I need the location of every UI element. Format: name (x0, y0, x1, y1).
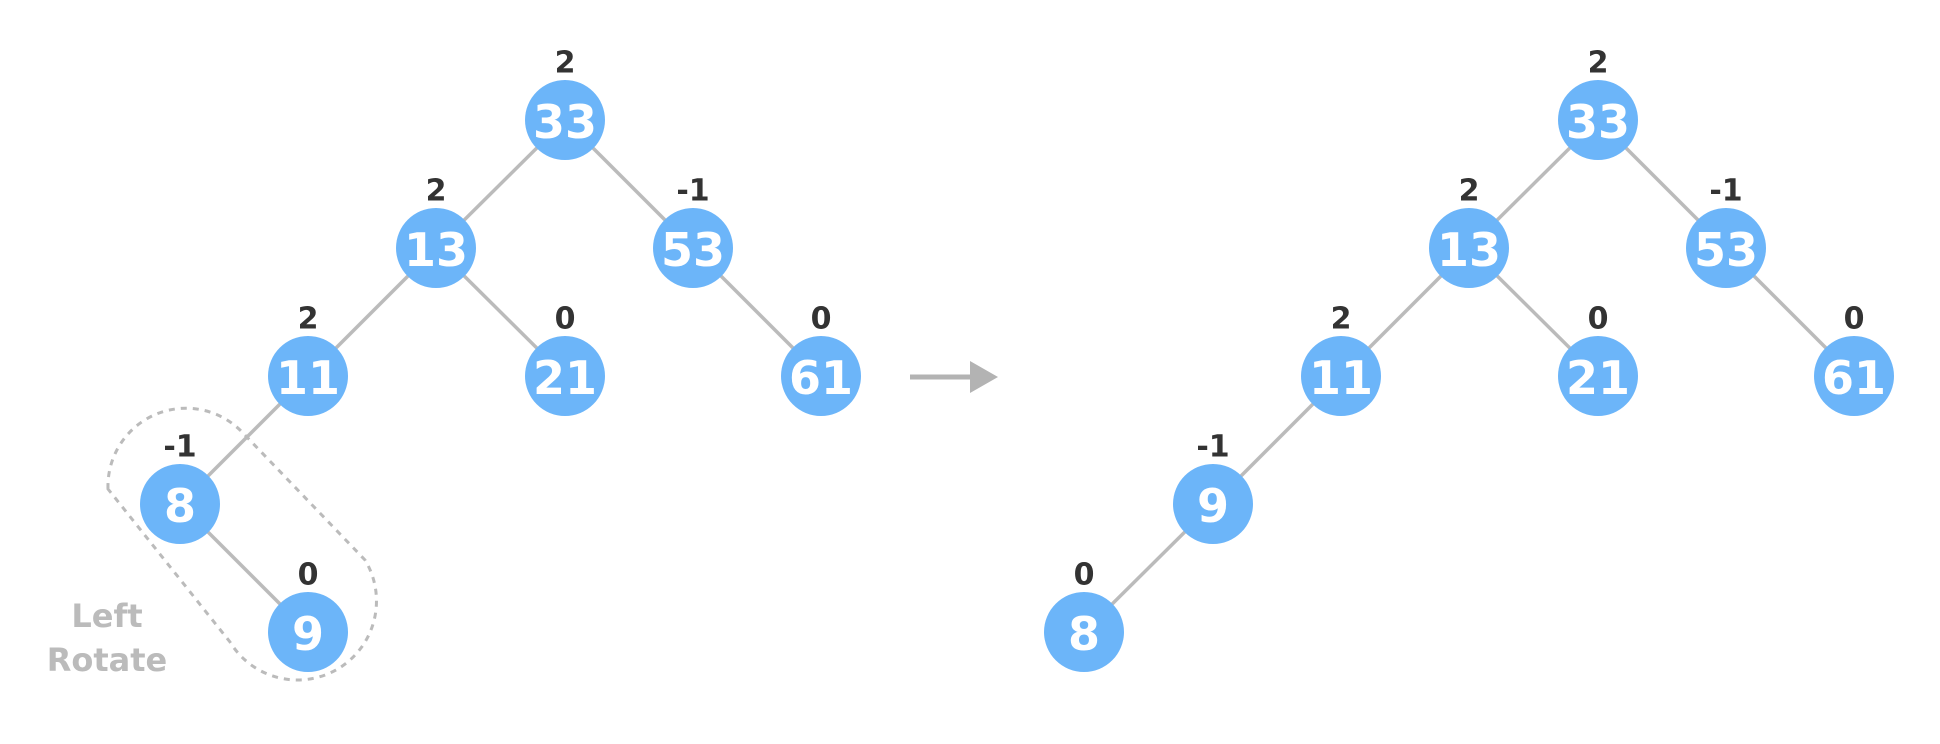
node-circle (781, 336, 861, 416)
node-value: 8 (1068, 607, 1100, 661)
tree-node: 8-1 (140, 430, 220, 544)
node-circle (140, 464, 220, 544)
balance-factor: -1 (1709, 174, 1742, 209)
node-value: 21 (1566, 351, 1630, 405)
tree-node: 53-1 (653, 174, 733, 288)
node-circle (525, 80, 605, 160)
node-circle (268, 592, 348, 672)
node-circle (1558, 80, 1638, 160)
balance-factor: -1 (676, 174, 709, 209)
node-value: 61 (789, 351, 853, 405)
tree-nodes: 33213253-11122106108-19033213253-1112210… (140, 46, 1894, 672)
tree-node: 53-1 (1686, 174, 1766, 288)
tree-node: 610 (781, 302, 861, 416)
rotate-label-line1: Left (71, 597, 142, 635)
balance-factor: 0 (555, 302, 576, 337)
balance-factor: 0 (1074, 558, 1095, 593)
node-circle (1301, 336, 1381, 416)
tree-node: 332 (1558, 46, 1638, 160)
tree-node: 210 (1558, 302, 1638, 416)
balance-factor: 2 (1459, 174, 1480, 209)
node-circle (1173, 464, 1253, 544)
node-value: 53 (661, 223, 725, 277)
node-circle (1558, 336, 1638, 416)
tree-node: 610 (1814, 302, 1894, 416)
node-value: 11 (1309, 351, 1373, 405)
node-circle (525, 336, 605, 416)
balance-factor: 2 (426, 174, 447, 209)
node-value: 21 (533, 351, 597, 405)
node-circle (653, 208, 733, 288)
tree-node: 210 (525, 302, 605, 416)
tree-node: 132 (396, 174, 476, 288)
node-value: 53 (1694, 223, 1758, 277)
tree-node: 80 (1044, 558, 1124, 672)
left-rotate-annotation: Left Rotate (47, 406, 378, 682)
node-value: 8 (164, 479, 196, 533)
tree-node: 112 (268, 302, 348, 416)
rotate-group-outline (106, 406, 378, 682)
node-value: 13 (1437, 223, 1501, 277)
tree-node: 90 (268, 558, 348, 672)
node-circle (396, 208, 476, 288)
node-value: 9 (292, 607, 324, 661)
tree-node: 132 (1429, 174, 1509, 288)
rotate-label-line2: Rotate (47, 641, 168, 679)
balance-factor: -1 (163, 430, 196, 465)
balance-factor: 2 (1588, 46, 1609, 81)
balance-factor: 0 (1844, 302, 1865, 337)
node-circle (1686, 208, 1766, 288)
node-value: 33 (533, 95, 597, 149)
balance-factor: 0 (298, 558, 319, 593)
node-circle (1814, 336, 1894, 416)
balance-factor: 2 (298, 302, 319, 337)
node-value: 13 (404, 223, 468, 277)
node-value: 9 (1197, 479, 1229, 533)
tree-node: 9-1 (1173, 430, 1253, 544)
balance-factor: 0 (811, 302, 832, 337)
balance-factor: 0 (1588, 302, 1609, 337)
arrow-head (970, 361, 998, 393)
node-circle (1044, 592, 1124, 672)
arrow-right-icon (910, 361, 998, 393)
node-value: 61 (1822, 351, 1886, 405)
node-circle (268, 336, 348, 416)
balance-factor: 2 (555, 46, 576, 81)
tree-node: 112 (1301, 302, 1381, 416)
node-value: 33 (1566, 95, 1630, 149)
balance-factor: -1 (1196, 430, 1229, 465)
tree-node: 332 (525, 46, 605, 160)
node-circle (1429, 208, 1509, 288)
balance-factor: 2 (1331, 302, 1352, 337)
node-value: 11 (276, 351, 340, 405)
